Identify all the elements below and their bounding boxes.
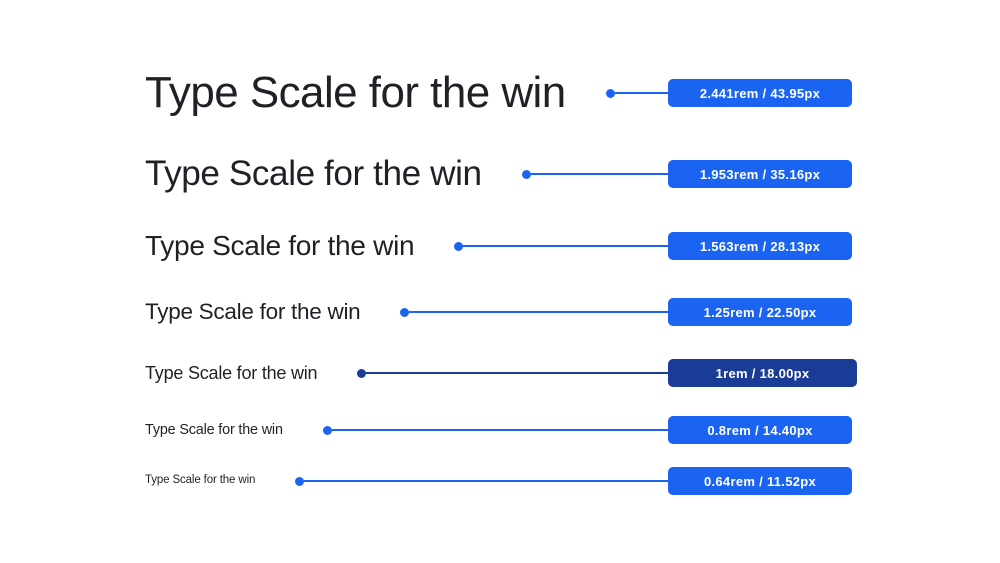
connector-line xyxy=(614,92,668,94)
type-scale-row: Type Scale for the win 1.25rem / 22.50px xyxy=(145,287,852,337)
size-badge: 1.25rem / 22.50px xyxy=(668,298,852,326)
type-scale-row: Type Scale for the win 1.563rem / 28.13p… xyxy=(145,221,852,271)
connector-dot-icon xyxy=(400,307,410,317)
connector-dot-icon xyxy=(295,476,305,486)
size-badge-label: 0.8rem / 14.40px xyxy=(707,422,813,438)
connector-line xyxy=(463,245,668,247)
type-scale-row: Type Scale for the win 1rem / 18.00px xyxy=(145,348,857,398)
connector-line xyxy=(530,173,668,175)
size-badge: 1.953rem / 35.16px xyxy=(668,160,852,188)
size-badge-label: 0.64rem / 11.52px xyxy=(703,473,817,489)
type-sample-text: Type Scale for the win xyxy=(145,154,482,194)
type-scale-row: Type Scale for the win 0.64rem / 11.52px xyxy=(145,456,852,506)
size-badge: 0.8rem / 14.40px xyxy=(668,416,852,444)
size-badge: 1rem / 18.00px xyxy=(668,359,857,387)
connector-dot-icon xyxy=(357,368,367,378)
connector-dot-icon xyxy=(521,169,531,179)
size-badge-label: 1.563rem / 28.13px xyxy=(699,238,821,254)
type-sample-text: Type Scale for the win xyxy=(145,363,318,383)
size-badge-label: 1.953rem / 35.16px xyxy=(699,166,821,182)
size-badge: 2.441rem / 43.95px xyxy=(668,79,852,107)
type-sample-text: Type Scale for the win xyxy=(145,298,361,324)
type-sample-text: Type Scale for the win xyxy=(145,421,283,438)
connector-line xyxy=(304,480,668,482)
type-scale-row: Type Scale for the win 0.8rem / 14.40px xyxy=(145,405,852,455)
connector-line xyxy=(366,372,668,374)
size-badge-label: 1rem / 18.00px xyxy=(715,365,810,381)
type-scale-row: Type Scale for the win 2.441rem / 43.95p… xyxy=(145,68,852,118)
connector-line xyxy=(331,429,668,431)
size-badge-label: 2.441rem / 43.95px xyxy=(699,85,821,101)
connector-dot-icon xyxy=(322,425,332,435)
connector-dot-icon xyxy=(605,88,615,98)
type-sample-text: Type Scale for the win xyxy=(145,229,415,261)
type-sample-text: Type Scale for the win xyxy=(145,474,256,487)
type-scale-row: Type Scale for the win 1.953rem / 35.16p… xyxy=(145,149,852,199)
connector-dot-icon xyxy=(454,241,464,251)
size-badge-label: 1.25rem / 22.50px xyxy=(703,304,817,320)
type-sample-text: Type Scale for the win xyxy=(145,68,566,118)
size-badge: 1.563rem / 28.13px xyxy=(668,232,852,260)
connector-line xyxy=(409,311,668,313)
size-badge: 0.64rem / 11.52px xyxy=(668,467,852,495)
